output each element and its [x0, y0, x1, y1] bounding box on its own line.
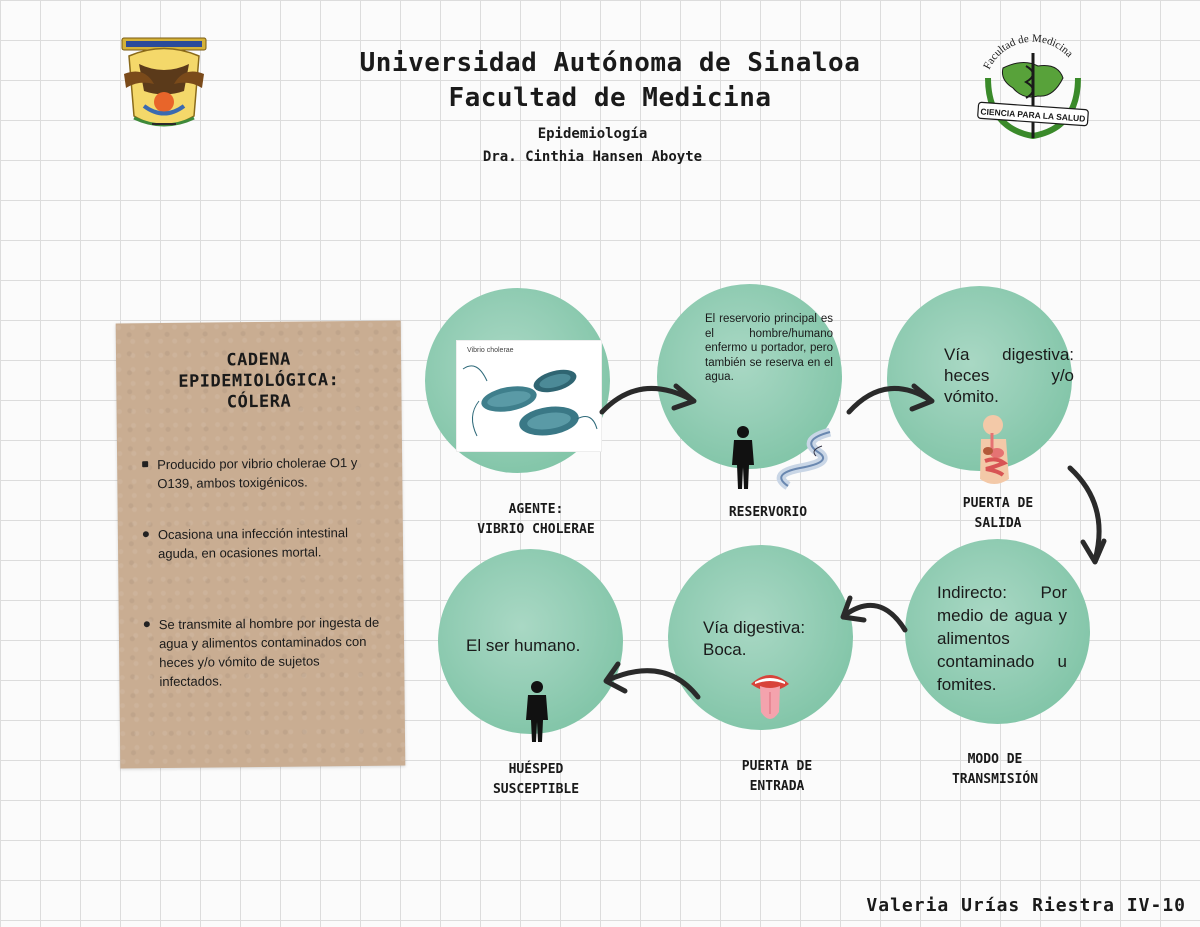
vibrio-cholerae-image: Vibrio cholerae — [456, 340, 602, 452]
teacher-name: Dra. Cinthia Hansen Aboyte — [482, 149, 703, 165]
mouth-icon — [751, 675, 789, 719]
node-modo-transmision-circle — [905, 539, 1090, 724]
water-icon — [776, 428, 832, 490]
medicine-faculty-crest-icon: Facultad de Medicina CIENCIA PARA LA SAL… — [968, 18, 1098, 148]
panel-title: CADENA EPIDEMIOLÓGICA: CÓLERA — [178, 349, 340, 413]
label-reservorio: RESERVORIO — [728, 505, 808, 520]
label-puerta-entrada: PUERTA DE ENTRADA — [741, 759, 813, 794]
author-name: Valeria Urías Riestra IV-10 — [866, 895, 1186, 916]
person-icon — [526, 681, 548, 742]
panel-bullet-2: Ocasiona una infección intestinal aguda,… — [158, 523, 380, 563]
puerta-salida-text: Vía digestiva: heces y/o vómito. — [944, 345, 1074, 406]
image-caption: Vibrio cholerae — [467, 347, 514, 354]
label-huesped: HUÉSPED SUSCEPTIBLE — [492, 762, 580, 797]
panel-bullet-3: Se transmite al hombre por ingesta de ag… — [159, 613, 382, 691]
label-modo-transmision: MODO DE TRANSMISIÓN — [951, 752, 1039, 787]
modo-transmision-text: Indirecto: Por medio de agua y alimentos… — [937, 583, 1067, 694]
bacteria-icon — [462, 365, 598, 437]
node-puerta-salida-circle — [887, 286, 1072, 471]
arrow-modo-entrada — [842, 603, 908, 633]
person-icon — [732, 426, 754, 489]
summary-panel: CADENA EPIDEMIOLÓGICA: CÓLERA Producido … — [115, 320, 406, 769]
arrow-head-3 — [1080, 538, 1107, 565]
huesped-text: El ser humano. — [466, 636, 581, 655]
uas-eagle-crest-icon — [114, 36, 214, 136]
label-agente: AGENTE: VIBRIO CHOLERAE — [477, 502, 595, 537]
course-name: Epidemiología — [537, 126, 648, 142]
puerta-entrada-text: Vía digestiva: Boca. — [703, 618, 806, 659]
faculty-title: Facultad de Medicina — [448, 83, 772, 113]
digestive-system-icon — [980, 415, 1009, 484]
university-title: Universidad Autónoma de Sinaloa — [359, 48, 861, 78]
panel-bullet-1: Producido por vibrio cholerae O1 y O139,… — [157, 453, 379, 493]
label-puerta-salida: PUERTA DE SALIDA — [962, 496, 1034, 531]
reservorio-text: El reservorio principal es el hombre/hum… — [705, 313, 833, 383]
